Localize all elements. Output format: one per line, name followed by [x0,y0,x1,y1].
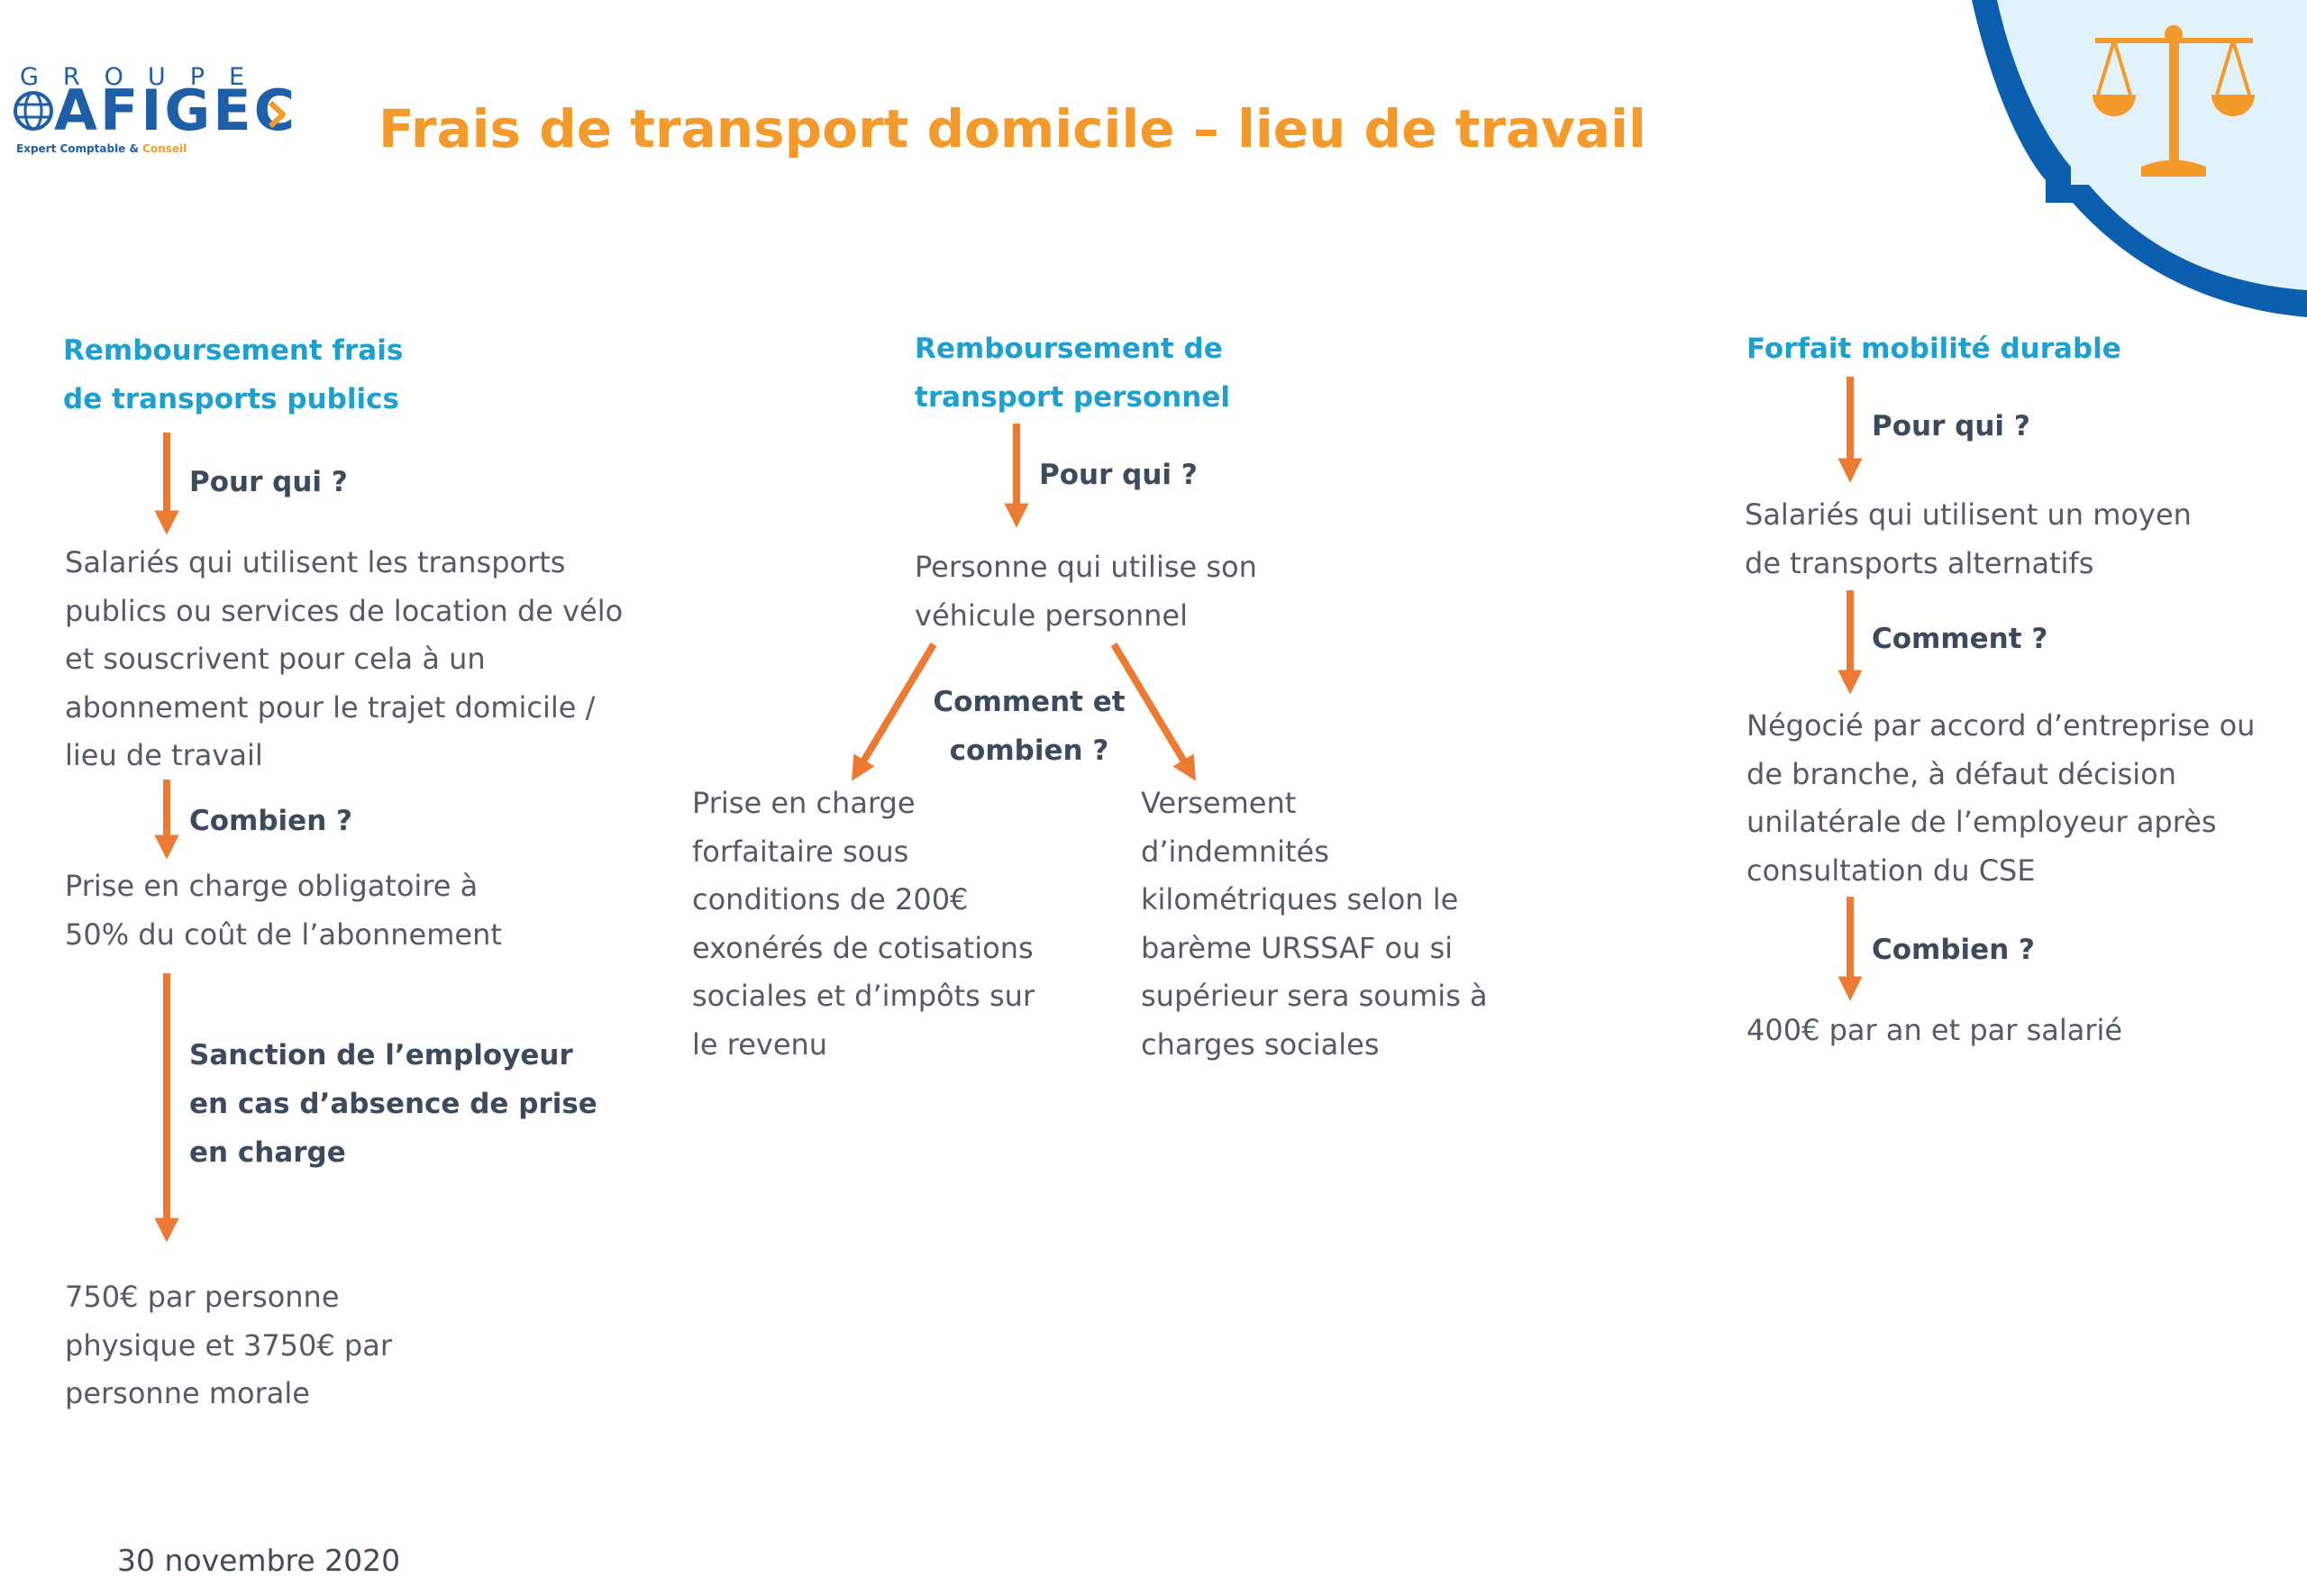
col2-heading-line: transport personnel [915,381,1230,414]
col1-heading-line: Remboursement frais [63,334,404,367]
text-line: le revenu [692,1026,828,1062]
label-line: combien ? [949,734,1109,767]
text-line: conditions de 200€ [692,882,969,917]
col3-heading: Forfait mobilité durable [1746,333,2121,365]
logo-tagline-main: Expert Comptable & [16,142,143,155]
text-line: Prise en charge [692,786,916,820]
col3-pour-qui-text: Salariés qui utilisent un moyen de trans… [1745,491,2192,588]
text-line: Prise en charge obligatoire à [65,869,479,903]
corner-decoration [1972,0,2307,317]
text-line: kilométriques selon le [1141,882,1459,917]
text-line: 50% du coût de l’abonnement [65,917,502,952]
text-line: d’indemnités [1141,834,1329,869]
col2-indemnites-text: Versement d’indemnités kilométriques sel… [1141,780,1488,1069]
col1-sanction-label: Sanction de l’employeur en cas d’absence… [189,1031,597,1177]
text-line: Salariés qui utilisent les transports [65,545,566,579]
text-line: charges sociales [1141,1026,1380,1062]
text-line: Salariés qui utilisent un moyen [1745,497,2192,532]
col2-heading: Remboursement de transport personnel [915,324,1230,422]
label-line: en cas d’absence de prise [189,1088,597,1120]
logo-tagline-accent: Conseil [142,142,187,155]
col1-combien-text: Prise en charge obligatoire à 50% du coû… [65,862,502,959]
text-line: Versement [1141,786,1297,820]
text-line: forfaitaire sous [692,834,909,869]
col1-pour-qui-text: Salariés qui utilisent les transports pu… [65,539,623,780]
text-line: supérieur sera soumis à [1141,979,1488,1013]
logo-groupe-text: GROUPE [20,63,269,91]
text-line: véhicule personnel [915,597,1188,633]
col3-pour-qui-label: Pour qui ? [1872,410,2030,442]
logo-name: AFIGEC [54,78,298,143]
text-line: abonnement pour le trajet domicile / [65,689,596,725]
label-line: Sanction de l’employeur [189,1039,573,1072]
text-line: 750€ par personne [65,1280,340,1314]
afigec-logo: GROUPE AFIGEC Expert Comptable & Conseil [13,63,295,162]
col1-heading: Remboursement frais de transports public… [63,326,403,424]
col2-comment-combien-label: Comment et combien ? [912,678,1146,775]
col2-heading-line: Remboursement de [915,333,1223,365]
text-line: de branche, à défaut décision [1746,756,2176,791]
text-line: lieu de travail [65,738,263,772]
col3-combien-text: 400€ par an et par salarié [1746,1013,2123,1047]
text-line: physique et 3750€ par [65,1327,392,1363]
text-line: consultation du CSE [1746,853,2036,888]
text-line: Personne qui utilise son [915,550,1257,584]
corner-fill [1997,0,2307,290]
logo-chevron-icon [268,100,286,129]
scales-of-justice-icon [2093,25,2255,177]
globe-icon [14,91,53,131]
label-line: Comment et [933,686,1126,718]
col2-pour-qui-label: Pour qui ? [1039,459,1198,491]
label-line: en charge [189,1136,346,1169]
text-line: personne morale [65,1376,310,1410]
col1-pour-qui-label: Pour qui ? [189,466,348,498]
col3-comment-text: Négocié par accord d’entreprise ou de br… [1746,702,2255,895]
text-line: et souscrivent pour cela à un [65,642,486,676]
text-line: exonérés de cotisations [692,930,1034,965]
col1-sanction-text: 750€ par personne physique et 3750€ par … [65,1273,392,1418]
col3-combien-label: Combien ? [1872,934,2036,966]
page-title: Frais de transport domicile – lieu de tr… [378,98,1646,160]
text-line: publics ou services de location de vélo [65,593,624,628]
text-line: de transports alternatifs [1745,545,2094,580]
col3-comment-label: Comment ? [1872,623,2048,655]
text-line: Négocié par accord d’entreprise ou [1746,708,2256,743]
text-line: barème URSSAF ou si [1141,930,1454,965]
text-line: unilatérale de l’employeur après [1746,805,2217,839]
col2-pour-qui-text: Personne qui utilise son véhicule person… [915,543,1257,640]
col2-forfaitaire-text: Prise en charge forfaitaire sous conditi… [692,780,1035,1069]
footer-date: 30 novembre 2020 [117,1543,401,1578]
logo-tagline: Expert Comptable & Conseil [16,142,187,155]
text-line: sociales et d’impôts sur [692,979,1035,1013]
col1-combien-label: Combien ? [189,805,353,837]
col1-heading-line: de transports publics [63,383,399,415]
